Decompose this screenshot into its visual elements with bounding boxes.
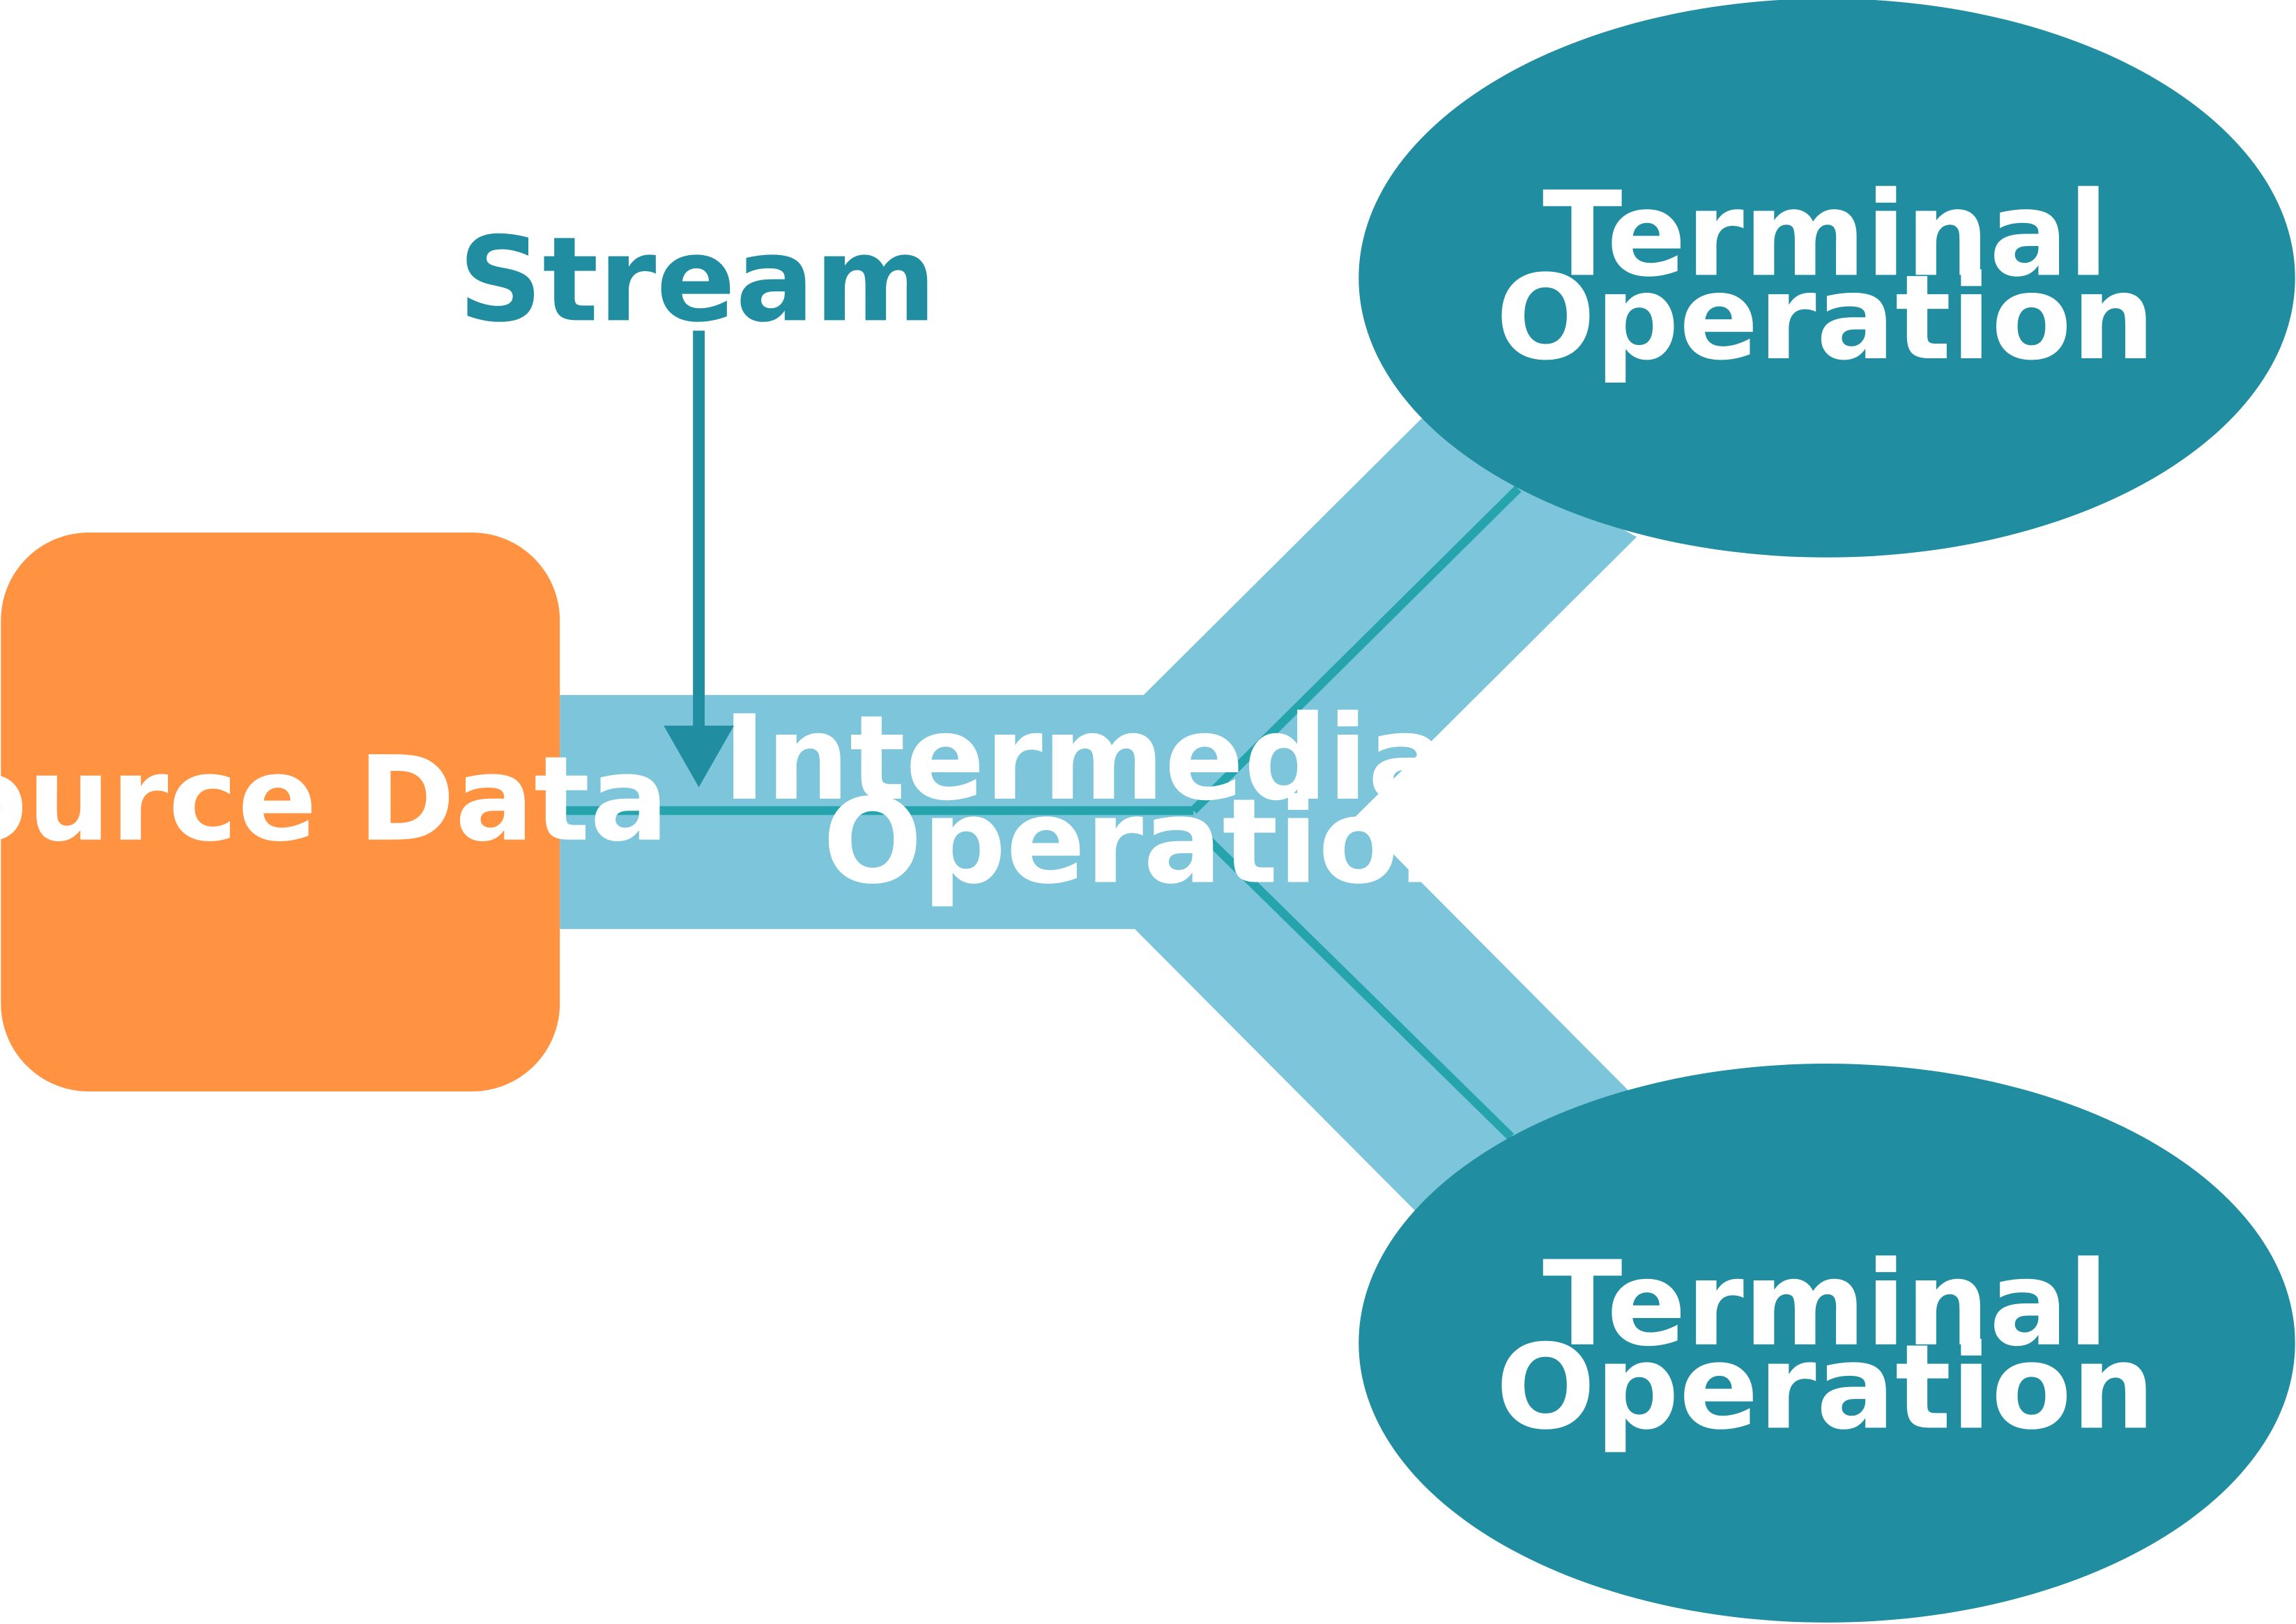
terminal-operation-top bbox=[1359, 0, 2295, 558]
terminal-operation-bottom bbox=[1359, 1064, 2295, 1623]
stream-line-lower-branch bbox=[1186, 818, 1514, 1140]
intermediate-label-line2: Operation bbox=[822, 773, 1482, 910]
stream-label: Stream bbox=[458, 211, 936, 348]
terminal-top-label-line1: Terminal bbox=[1543, 166, 2109, 302]
source-data-label: Source Data bbox=[0, 731, 669, 868]
source-data-box bbox=[1, 533, 560, 1091]
stream-lines bbox=[560, 485, 1522, 1140]
stream-line-upper-branch bbox=[1190, 485, 1522, 814]
stream-arrow-head bbox=[664, 726, 734, 788]
terminal-bottom-label-line1: Terminal bbox=[1543, 1236, 2109, 1372]
intermediate-label-line1: Intermediate bbox=[723, 690, 1582, 827]
terminal-bottom-label-line2: Operation bbox=[1496, 1319, 2155, 1455]
terminal-top-label-line2: Operation bbox=[1496, 250, 2155, 386]
